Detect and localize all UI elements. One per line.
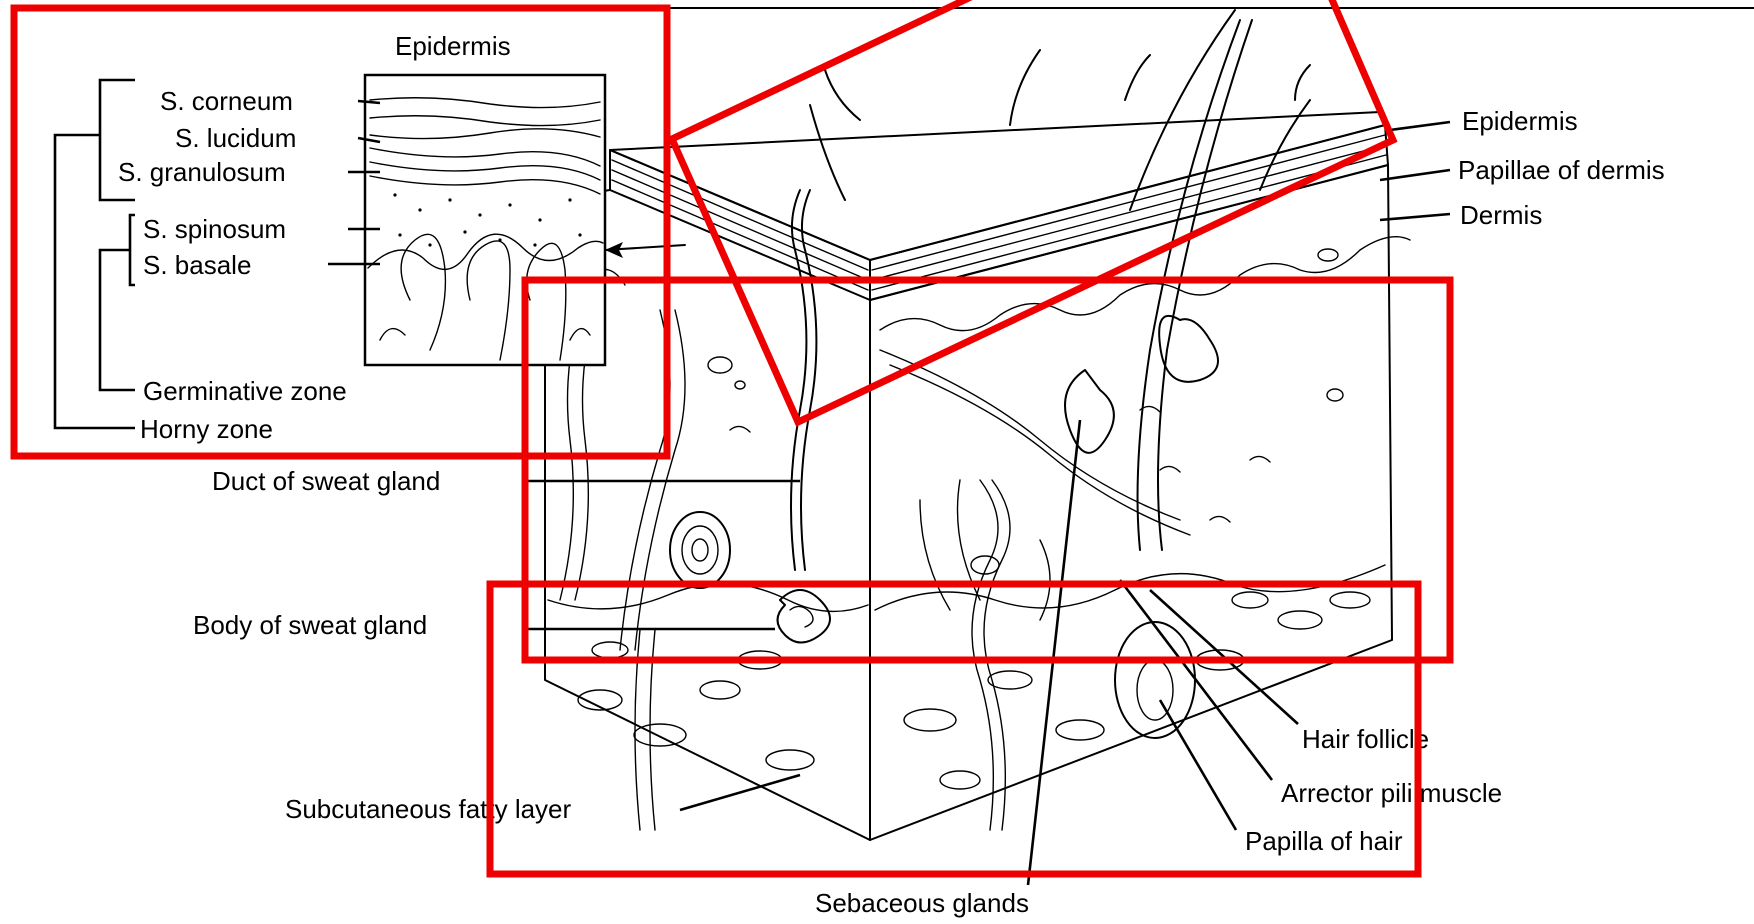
label-arrector-pili-muscle: Arrector pili muscle: [1281, 778, 1502, 808]
label-horny-zone: Horny zone: [140, 414, 273, 444]
label-stratum-basale: S. basale: [143, 250, 251, 280]
label-sebaceous-glands: Sebaceous glands: [815, 888, 1029, 918]
label-subcutaneous-fatty-layer: Subcutaneous fatty layer: [285, 794, 572, 824]
highlight-box-epidermis-surface: [672, 0, 1393, 422]
label-papillae-of-dermis: Papillae of dermis: [1458, 155, 1665, 185]
label-papilla-of-hair: Papilla of hair: [1245, 826, 1403, 856]
label-dermis: Dermis: [1460, 200, 1542, 230]
label-stratum-spinosum: S. spinosum: [143, 214, 286, 244]
label-duct-of-sweat-gland: Duct of sweat gland: [212, 466, 440, 496]
label-body-of-sweat-gland: Body of sweat gland: [193, 610, 427, 640]
label-epidermis: Epidermis: [1462, 106, 1578, 136]
label-stratum-corneum: S. corneum: [160, 86, 293, 116]
label-germinative-zone: Germinative zone: [143, 376, 347, 406]
inset-title: Epidermis: [395, 31, 511, 61]
label-stratum-lucidum: S. lucidum: [175, 123, 296, 153]
label-stratum-granulosum: S. granulosum: [118, 157, 286, 187]
label-hair-follicle: Hair follicle: [1302, 724, 1429, 754]
